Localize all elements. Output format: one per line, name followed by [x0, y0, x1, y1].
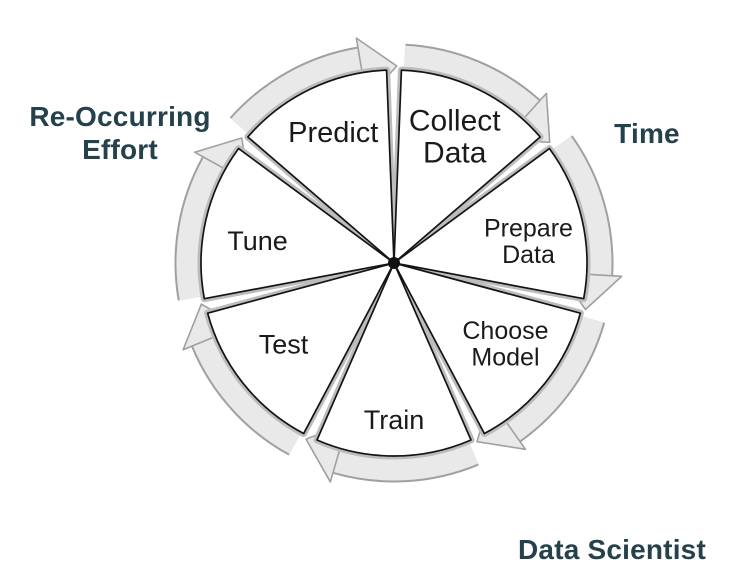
- segment-labels-layer: CollectDataPrepareDataChooseModelTrainTe…: [227, 104, 573, 435]
- re-occurring-effort-line1: Re-Occurring: [29, 101, 211, 132]
- ring-arrow-track-prepare-data: [537, 136, 612, 276]
- center-hub-dot: [388, 257, 400, 269]
- ring-arrow-track-tune: [176, 157, 240, 301]
- segment-wedge-tune: [200, 147, 395, 300]
- ring-arrow-track-predict: [231, 48, 366, 147]
- ring-arrow-track-train: [333, 425, 478, 481]
- data-scientist-label: Data Scientist: [518, 534, 706, 565]
- segment-wedge-prepare-data: [393, 147, 588, 300]
- segment-wedge-predict: [246, 69, 395, 264]
- segment-label-train: Train: [364, 405, 425, 435]
- segment-label-tune: Tune: [227, 226, 288, 256]
- segment-label-collect-data: Collect: [409, 104, 501, 137]
- segment-label-test: Test: [259, 329, 309, 359]
- segment-wedge-choose-model: [393, 262, 582, 435]
- segment-label-predict: Predict: [288, 117, 378, 149]
- segment-label-prepare-data: Prepare: [484, 214, 573, 242]
- ring-arrow-track-test: [192, 329, 310, 454]
- segment-label-choose-model: Choose: [462, 317, 548, 345]
- wedges-layer: [200, 69, 588, 457]
- segment-wedge-collect-data: [393, 69, 542, 264]
- segment-label-collect-data: Data: [423, 136, 487, 169]
- segment-label-prepare-data: Data: [502, 241, 555, 269]
- ring-arrows-layer: [174, 37, 623, 483]
- ring-arrow-track-collect-data: [402, 45, 540, 132]
- re-occurring-effort-label: Re-Occurring Effort: [10, 100, 230, 166]
- segment-wedge-test: [206, 262, 395, 435]
- segment-label-choose-model: Model: [471, 344, 539, 372]
- time-label: Time: [614, 118, 680, 149]
- re-occurring-effort-line2: Effort: [82, 134, 158, 165]
- ring-arrow-track-choose-model: [495, 310, 604, 441]
- segment-wedge-train: [316, 262, 472, 457]
